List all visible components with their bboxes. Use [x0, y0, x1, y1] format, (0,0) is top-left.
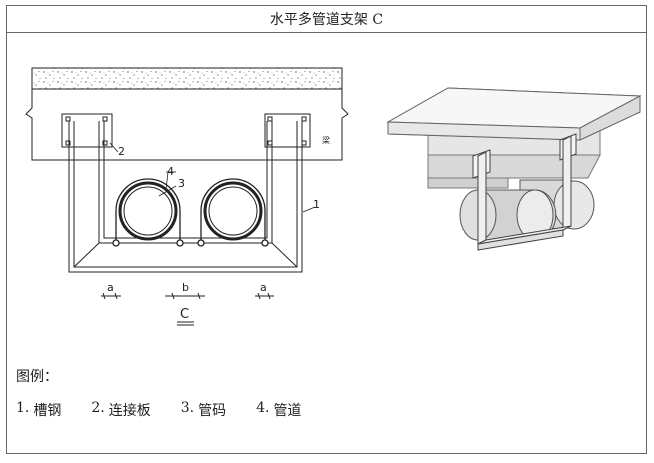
- legend-item-pipe-clamp: 3. 管码: [181, 400, 226, 420]
- beam: [25, 89, 349, 161]
- drawing-title: 水平多管道支架 C: [7, 6, 646, 33]
- iso-pipe-front: [459, 189, 557, 241]
- pipe-clamp-left: [112, 178, 184, 247]
- legend-item-label: 连接板: [108, 403, 151, 419]
- iso-channel-steel: [477, 135, 572, 251]
- pipe-left: [118, 181, 178, 241]
- drawing-frame: 水平多管道支架 C 图例： 1. 槽钢 2. 连接板 3. 管码 4. 管道: [6, 5, 647, 454]
- leader-lines: [109, 142, 316, 213]
- legend-item-number: 4.: [256, 400, 270, 416]
- legend-item-number: 1.: [16, 400, 30, 416]
- callout-2: 2: [118, 145, 125, 158]
- callout-1: 1: [313, 198, 320, 211]
- dimension-b: b: [182, 281, 189, 294]
- beam-label: 梁: [322, 136, 330, 145]
- legend-item-label: 管道: [273, 403, 302, 419]
- callout-4: 4: [167, 165, 174, 178]
- pipe-clamp-right: [197, 178, 269, 247]
- legend-item-pipe: 4. 管道: [256, 400, 301, 420]
- dimension-a-right: a: [260, 281, 267, 294]
- legend-heading: 图例：: [16, 369, 58, 385]
- concrete-slab: [31, 67, 343, 90]
- legend-item-channel-steel: 1. 槽钢: [16, 400, 61, 420]
- iso-slab: [386, 87, 642, 141]
- channel-steel: [68, 121, 303, 273]
- pipe-right: [203, 181, 263, 241]
- legend-item-number: 2.: [91, 400, 105, 416]
- legend-item-connecting-plate: 2. 连接板: [91, 400, 150, 420]
- legend-item-number: 3.: [180, 400, 195, 416]
- legend-item-label: 槽钢: [33, 403, 62, 419]
- callout-3: 3: [178, 177, 185, 190]
- legend-list: 1. 槽钢 2. 连接板 3. 管码 4. 管道: [16, 400, 331, 420]
- dimension-lines: [101, 292, 274, 300]
- section-label: C: [180, 307, 189, 322]
- dimension-a-left: a: [107, 281, 114, 294]
- legend-item-label: 管码: [198, 403, 227, 419]
